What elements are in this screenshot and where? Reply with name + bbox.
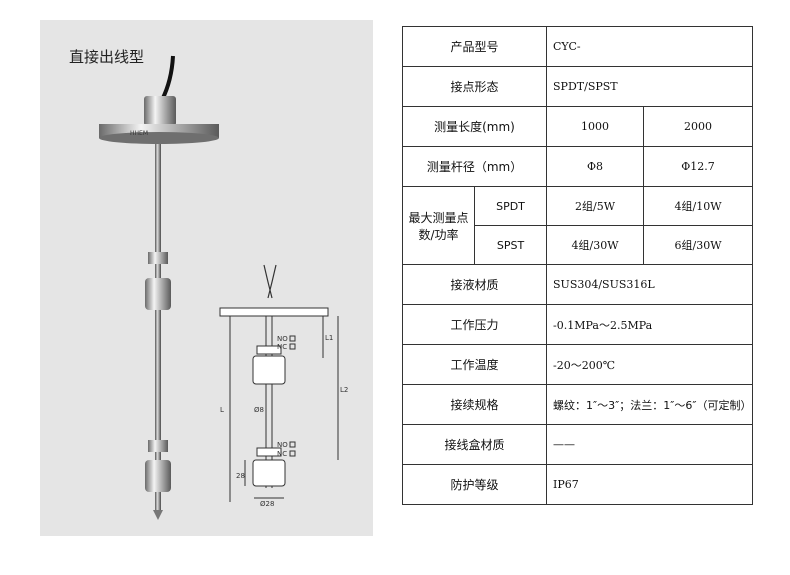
- float-ball-1: [145, 278, 171, 310]
- no-box-2: [289, 441, 296, 448]
- nc-label-2: NC: [277, 450, 287, 458]
- material-label: 接液材质: [401, 264, 548, 305]
- diagram-stopper-1: [256, 345, 282, 355]
- float-ball-2: [145, 460, 171, 492]
- diagram-float-1: [252, 355, 286, 385]
- max-label: 最大测量点数/功率: [402, 186, 475, 265]
- length-value-2: 2000: [643, 106, 754, 147]
- spst-label: SPST: [473, 225, 548, 265]
- row-pressure: 工作压力 -0.1MPa～2.5MPa: [401, 304, 754, 345]
- nc-box-1: [289, 343, 296, 350]
- spst-value-1: 4组/30W: [546, 225, 645, 265]
- measuring-stem: [155, 144, 161, 514]
- no-label-1: NO: [277, 335, 288, 343]
- model-label: 产品型号: [401, 26, 548, 67]
- l1-label: L1: [325, 334, 333, 342]
- sensor-head: [144, 96, 176, 126]
- length-label: 测量长度(mm): [401, 106, 548, 147]
- row-material: 接液材质 SUS304/SUS316L: [401, 264, 754, 305]
- box-material-label: 接线盒材质: [401, 424, 548, 465]
- row-diameter: 测量杆径（mm） Φ8 Φ12.7: [401, 146, 754, 187]
- contact-label: 接点形态: [401, 66, 548, 107]
- connection-label: 接续规格: [401, 384, 548, 425]
- no-box-1: [289, 335, 296, 342]
- diagram-wires: [263, 264, 277, 299]
- h28-label: 28: [236, 472, 245, 480]
- protection-label: 防护等级: [401, 464, 548, 505]
- float-stopper-1: [148, 252, 168, 264]
- cable: [160, 55, 175, 101]
- diagram-flange: [219, 307, 329, 317]
- float-stopper-2: [148, 440, 168, 452]
- row-temperature: 工作温度 -20～200℃: [401, 344, 754, 385]
- l2-label: L2: [340, 386, 348, 394]
- d28-label: Ø28: [260, 500, 274, 508]
- nc-box-2: [289, 450, 296, 457]
- model-value: CYC-: [546, 26, 754, 67]
- pressure-label: 工作压力: [401, 304, 548, 345]
- length-value-1: 1000: [546, 106, 645, 147]
- product-illustration: HHEM: [99, 55, 348, 520]
- stem-tip: [153, 510, 163, 520]
- d8-label: Ø8: [254, 406, 264, 414]
- contact-value: SPDT/SPST: [546, 66, 754, 107]
- nc-label-1: NC: [277, 343, 287, 351]
- connection-value: 螺纹：1″～3″；法兰：1″～6″（可定制）: [546, 384, 754, 425]
- row-length: 测量长度(mm) 1000 2000: [401, 106, 754, 147]
- flange-bottom: [99, 132, 219, 144]
- no-label-2: NO: [277, 441, 288, 449]
- diagram-stopper-2: [256, 447, 282, 457]
- dimension-diagram: [219, 264, 339, 502]
- spdt-value-2: 4组/10W: [643, 186, 754, 226]
- spec-table: 产品型号 CYC- 接点形态 SPDT/SPST 测量长度(mm) 1000 2…: [401, 26, 754, 505]
- material-value: SUS304/SUS316L: [546, 264, 754, 305]
- row-connection: 接续规格 螺纹：1″～3″；法兰：1″～6″（可定制）: [401, 384, 754, 425]
- row-protection: 防护等级 IP67: [401, 464, 754, 505]
- diameter-label: 测量杆径（mm）: [401, 146, 548, 187]
- diagram-float-2: [252, 459, 286, 487]
- temperature-value: -20～200℃: [546, 344, 754, 385]
- temperature-label: 工作温度: [401, 344, 548, 385]
- box-material-value: ——: [546, 424, 754, 465]
- flange-marking: HHEM: [130, 130, 148, 137]
- photo-caption: 直接出线型: [69, 48, 145, 66]
- spdt-label: SPDT: [473, 186, 548, 226]
- diameter-value-2: Φ12.7: [643, 146, 754, 187]
- row-contact: 接点形态 SPDT/SPST: [401, 66, 754, 107]
- diameter-value-1: Φ8: [546, 146, 645, 187]
- pressure-value: -0.1MPa～2.5MPa: [546, 304, 754, 345]
- l-label: L: [220, 406, 224, 414]
- spst-value-2: 6组/30W: [643, 225, 754, 265]
- spdt-value-1: 2组/5W: [546, 186, 645, 226]
- row-max-spdt: 最大测量点数/功率 SPDT 2组/5W 4组/10W: [402, 186, 754, 265]
- protection-value: IP67: [546, 464, 754, 505]
- row-max-spst: SPST 4组/30W 6组/30W: [403, 225, 754, 265]
- row-box-material: 接线盒材质 ——: [401, 424, 754, 465]
- row-model: 产品型号 CYC-: [401, 26, 754, 67]
- product-photo-panel: 直接出线型 HHEM: [40, 20, 373, 536]
